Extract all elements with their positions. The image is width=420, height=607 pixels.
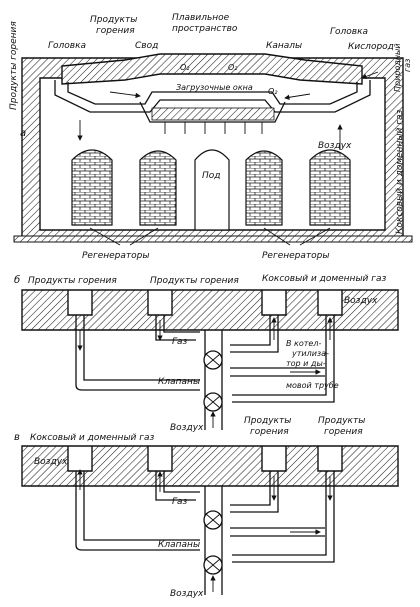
label-o2-2: O₂ bbox=[228, 63, 238, 72]
label-hearth: Под bbox=[202, 171, 221, 181]
regenerator-4 bbox=[309, 149, 351, 226]
bath-lining bbox=[151, 107, 275, 121]
valve-c-upper-cross bbox=[205, 513, 221, 527]
section-b-schematic: б Продукты горения Продукты горения Кокс… bbox=[14, 274, 399, 433]
label-b-to-boiler-2: утилиза- bbox=[291, 349, 329, 358]
flue-channel-inner bbox=[67, 82, 358, 105]
label-b-to-boiler-3: тор и ды- bbox=[286, 359, 326, 368]
regenerator-3 bbox=[245, 150, 283, 226]
label-channels: Каналы bbox=[266, 41, 302, 51]
label-oxygen: Кислород bbox=[348, 42, 394, 52]
section-a-marker: а bbox=[20, 128, 26, 139]
label-b-combustion-products-1: Продукты горения bbox=[28, 276, 117, 286]
label-c-combustion-products-2b: горения bbox=[324, 427, 363, 437]
valve-column-c bbox=[204, 486, 223, 595]
label-air: Воздух bbox=[318, 141, 352, 151]
section-c-marker: в bbox=[14, 432, 20, 443]
section-c-masonry bbox=[21, 445, 399, 487]
label-b-combustion-products-2: Продукты горения bbox=[150, 276, 239, 286]
section-b-marker: б bbox=[14, 274, 20, 286]
label-b-gas: Газ bbox=[172, 337, 188, 347]
label-natural-gas-1: Природный bbox=[393, 43, 402, 92]
label-b-valves: Клапаны bbox=[158, 377, 200, 387]
bath-supports bbox=[164, 122, 263, 134]
duct-c-1 bbox=[75, 471, 200, 551]
label-b-coke-blast-gas: Коксовый и доменный газ bbox=[262, 274, 387, 284]
label-melting-space-2: пространство bbox=[172, 24, 238, 34]
label-head-left: Головка bbox=[48, 41, 86, 51]
duct-c-3 bbox=[230, 471, 279, 513]
duct-b-2 bbox=[155, 315, 200, 341]
label-regenerators-right: Регенераторы bbox=[262, 251, 329, 261]
duct-c-4 bbox=[232, 471, 335, 563]
label-c-combustion-products-2a: Продукты bbox=[318, 416, 365, 426]
label-c-combustion-products-1b: горения bbox=[250, 427, 289, 437]
arrow-oxygen bbox=[361, 71, 379, 79]
label-b-air-top: Воздух bbox=[344, 296, 378, 306]
label-vault: Свод bbox=[135, 41, 158, 51]
section-b-masonry bbox=[21, 289, 399, 331]
hearth-arch bbox=[194, 149, 230, 231]
label-b-air-bottom: Воздух bbox=[170, 423, 204, 433]
label-o2-1: O₂ bbox=[180, 63, 190, 72]
label-head-right: Головка bbox=[330, 27, 368, 37]
label-o2-3: O₂ bbox=[268, 87, 278, 96]
outlet-c bbox=[230, 527, 325, 537]
regenerator-leaders bbox=[89, 227, 331, 246]
label-melting-space-1: Плавильное bbox=[172, 13, 230, 23]
label-c-air-bottom: Воздух bbox=[170, 589, 204, 599]
ground-base bbox=[13, 235, 413, 243]
valve-column-b bbox=[204, 330, 223, 430]
label-c-gas: Газ bbox=[172, 497, 188, 507]
regenerator-2 bbox=[139, 150, 177, 226]
duct-b-1 bbox=[75, 315, 200, 391]
label-b-to-boiler-4: мовой трубе bbox=[286, 381, 339, 390]
outlet-boiler-b bbox=[230, 367, 325, 377]
label-c-air-top: Воздух bbox=[34, 457, 68, 467]
label-c-valves: Клапаны bbox=[158, 540, 200, 550]
label-combustion-products-side: Продукты горения bbox=[9, 21, 19, 110]
label-b-to-boiler-1: В котел- bbox=[286, 339, 321, 348]
label-loading-windows: Загрузочные окна bbox=[176, 83, 253, 92]
flue-channel bbox=[54, 80, 371, 113]
duct-c-2 bbox=[155, 471, 200, 501]
duct-b-3 bbox=[230, 315, 279, 353]
arrow-flow-1 bbox=[109, 91, 141, 99]
valve-b-upper-cross bbox=[205, 353, 221, 367]
section-a-furnace: а Продукты горения Продукты горения Голо… bbox=[9, 13, 413, 261]
valve-c-lower-cross bbox=[205, 558, 221, 572]
melting-bath bbox=[139, 101, 286, 123]
valve-b-lower-cross bbox=[205, 395, 221, 409]
label-coke-blast-gas: Коксовый и доменный газ bbox=[395, 109, 405, 234]
label-c-combustion-products-1a: Продукты bbox=[244, 416, 291, 426]
section-c-schematic: в Коксовый и доменный газ Продукты горен… bbox=[14, 416, 399, 599]
label-c-coke-blast-gas: Коксовый и доменный газ bbox=[30, 433, 155, 443]
label-combustion-products-top-2: горения bbox=[96, 26, 135, 36]
label-regenerators-left: Регенераторы bbox=[82, 251, 149, 261]
label-natural-gas-2: газ bbox=[403, 59, 412, 72]
regenerator-1 bbox=[71, 149, 113, 226]
duct-b-4 bbox=[232, 315, 335, 403]
label-combustion-products-top-1: Продукты bbox=[90, 15, 137, 25]
furnace-roof bbox=[61, 53, 363, 85]
arrow-flow-2 bbox=[284, 93, 311, 100]
